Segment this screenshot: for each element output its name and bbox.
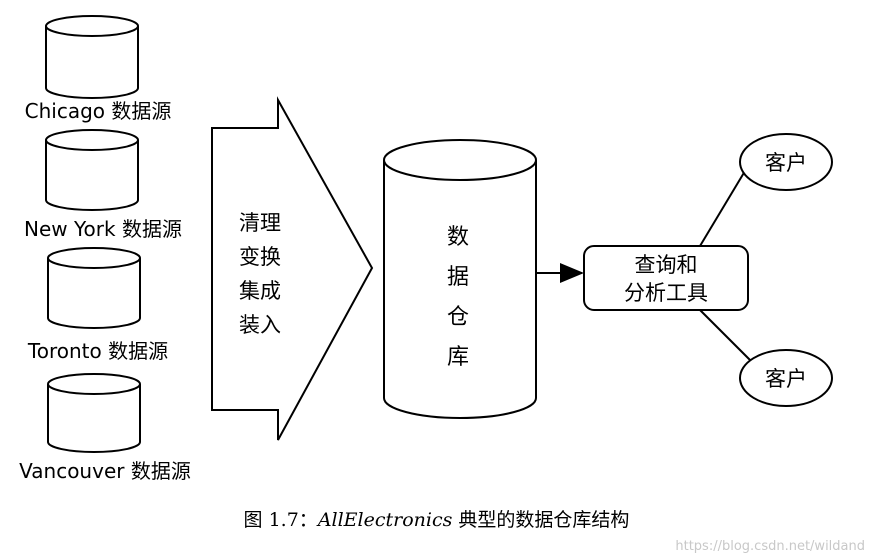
tools-to-client-top-line (699, 165, 749, 247)
warehouse-char-4: 库 (447, 345, 469, 370)
etl-step-3: 集成 (239, 279, 281, 303)
etl-step-1: 清理 (239, 211, 281, 235)
client-top: 客户 (739, 133, 833, 191)
data-warehouse-cylinder: 数 据 仓 库 (383, 139, 537, 419)
client-top-label: 客户 (765, 151, 807, 175)
source-db-new-york: New York 数据源 (24, 129, 182, 241)
client-bottom: 客户 (739, 349, 833, 407)
warehouse-char-2: 据 (447, 265, 469, 290)
etl-step-4: 装入 (239, 313, 281, 337)
source-label-vancouver: Vancouver 数据源 (19, 459, 191, 483)
query-analysis-tools-box: 查询和 分析工具 (583, 245, 749, 311)
etl-process-arrow: 清理 变换 集成 装入 (211, 96, 374, 441)
warehouse-char-3: 仓 (447, 305, 469, 330)
tools-line-2: 分析工具 (624, 281, 708, 305)
etl-step-2: 变换 (239, 245, 281, 269)
source-db-vancouver: Vancouver 数据源 (19, 373, 191, 483)
caption-company: AllElectronics (317, 509, 453, 531)
client-bottom-label: 客户 (765, 367, 807, 391)
source-label-toronto: Toronto 数据源 (27, 339, 168, 363)
source-label-chicago: Chicago 数据源 (25, 99, 172, 123)
source-db-chicago: Chicago 数据源 (25, 15, 172, 123)
source-db-toronto: Toronto 数据源 (27, 247, 168, 363)
architecture-diagram: Chicago 数据源 New York 数据源 Toronto 数据源 Van… (19, 15, 833, 483)
caption-prefix: 图 1.7： (243, 509, 318, 531)
caption-suffix: 典型的数据仓库结构 (452, 509, 630, 531)
watermark-text: https://blog.csdn.net/wildand (675, 539, 865, 554)
tools-to-client-bottom-line (699, 309, 751, 361)
warehouse-char-1: 数 (447, 225, 469, 250)
figure-caption: 图 1.7：AllElectronics 典型的数据仓库结构 (0, 500, 873, 540)
source-label-new-york: New York 数据源 (24, 217, 182, 241)
tools-line-1: 查询和 (635, 253, 698, 277)
